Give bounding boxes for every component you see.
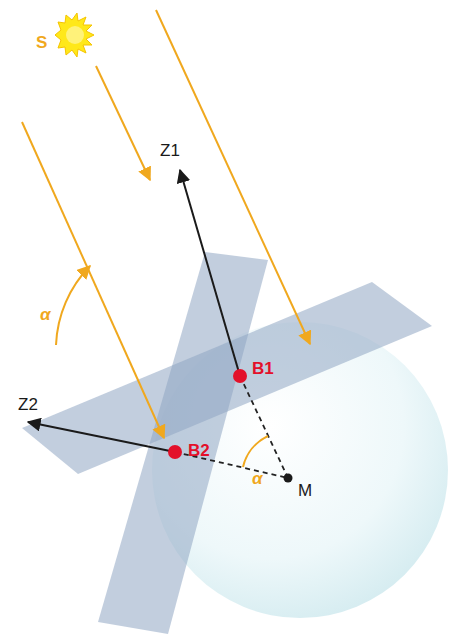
angle-arc [56,266,90,345]
angle-label: α [40,306,51,323]
zenith-arrow [28,422,175,452]
point-label: B1 [252,360,274,377]
sun-label: S [36,34,47,51]
sun-ray [156,10,310,344]
point-label: B2 [188,442,210,459]
point-label: Z2 [18,396,38,413]
location-dot [168,445,182,459]
zenith-arrow [180,170,240,376]
center-dot [284,474,293,483]
angle-arc [243,436,268,467]
radius-line [240,376,288,478]
sun-symbol [66,26,84,44]
sun-symbol [55,13,94,57]
sun-ray [22,122,164,438]
angle-label: α [252,470,263,487]
point-label: M [298,482,312,499]
point-label: Z1 [160,142,180,159]
sun-ray [96,66,150,180]
location-dot [233,369,247,383]
horizon-plane [22,282,432,474]
